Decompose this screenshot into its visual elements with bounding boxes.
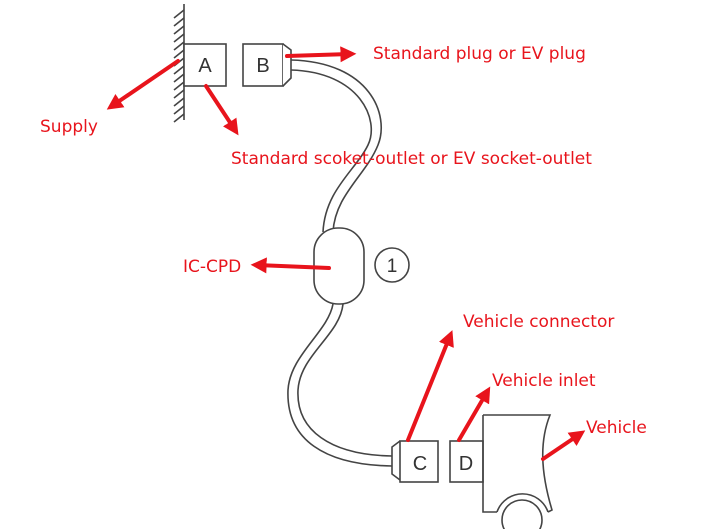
arrow-ic-cpd bbox=[250, 257, 331, 274]
component-a-label: A bbox=[198, 55, 212, 77]
cable-upper bbox=[290, 59, 382, 233]
arrow-vehicle-inlet bbox=[457, 386, 491, 442]
wall-hatch-line bbox=[173, 105, 185, 115]
vehicle-connector-c: C bbox=[391, 440, 439, 483]
arrow-vehicle-connector bbox=[406, 330, 454, 442]
socket-outlet-a: A bbox=[183, 43, 227, 87]
arrow-plug bbox=[285, 46, 357, 63]
label-supply: Supply bbox=[40, 117, 98, 137]
label-vehicle-connector: Vehicle connector bbox=[463, 312, 614, 332]
component-d-label: D bbox=[459, 453, 473, 475]
label-vehicle-inlet: Vehicle inlet bbox=[492, 371, 596, 391]
component-b-label: B bbox=[256, 55, 269, 77]
wall-hatch-line bbox=[173, 73, 185, 83]
wall-hatch-line bbox=[173, 113, 185, 123]
vehicle-inlet-d: D bbox=[449, 440, 484, 483]
vehicle-body bbox=[482, 414, 553, 529]
wall-supply bbox=[173, 4, 185, 123]
plug-b: B bbox=[242, 43, 292, 87]
wall-hatch-line bbox=[173, 17, 185, 27]
component-c-label: C bbox=[413, 453, 427, 475]
label-socket-outlet: Standard scoket-outlet or EV socket-outl… bbox=[231, 149, 592, 169]
wall-hatch-line bbox=[173, 49, 185, 59]
label-plug: Standard plug or EV plug bbox=[373, 44, 586, 64]
wall-hatch-line bbox=[173, 81, 185, 91]
wall-hatch-line bbox=[173, 65, 185, 75]
marker-1-label: 1 bbox=[387, 256, 398, 277]
wall-hatch-line bbox=[173, 89, 185, 99]
arrow-vehicle bbox=[541, 430, 586, 461]
wall-hatch-line bbox=[173, 41, 185, 51]
arrow-supply bbox=[106, 59, 180, 110]
wall-hatch-line bbox=[173, 9, 185, 19]
cable-lower bbox=[287, 303, 393, 467]
wall-hatch-line bbox=[173, 97, 185, 107]
marker-1: 1 bbox=[374, 247, 410, 283]
arrow-socket-outlet bbox=[204, 84, 239, 136]
wall-hatch-line bbox=[173, 33, 185, 43]
label-vehicle: Vehicle bbox=[586, 418, 647, 438]
label-ic-cpd: IC-CPD bbox=[183, 257, 241, 277]
wall-hatch-line bbox=[173, 25, 185, 35]
